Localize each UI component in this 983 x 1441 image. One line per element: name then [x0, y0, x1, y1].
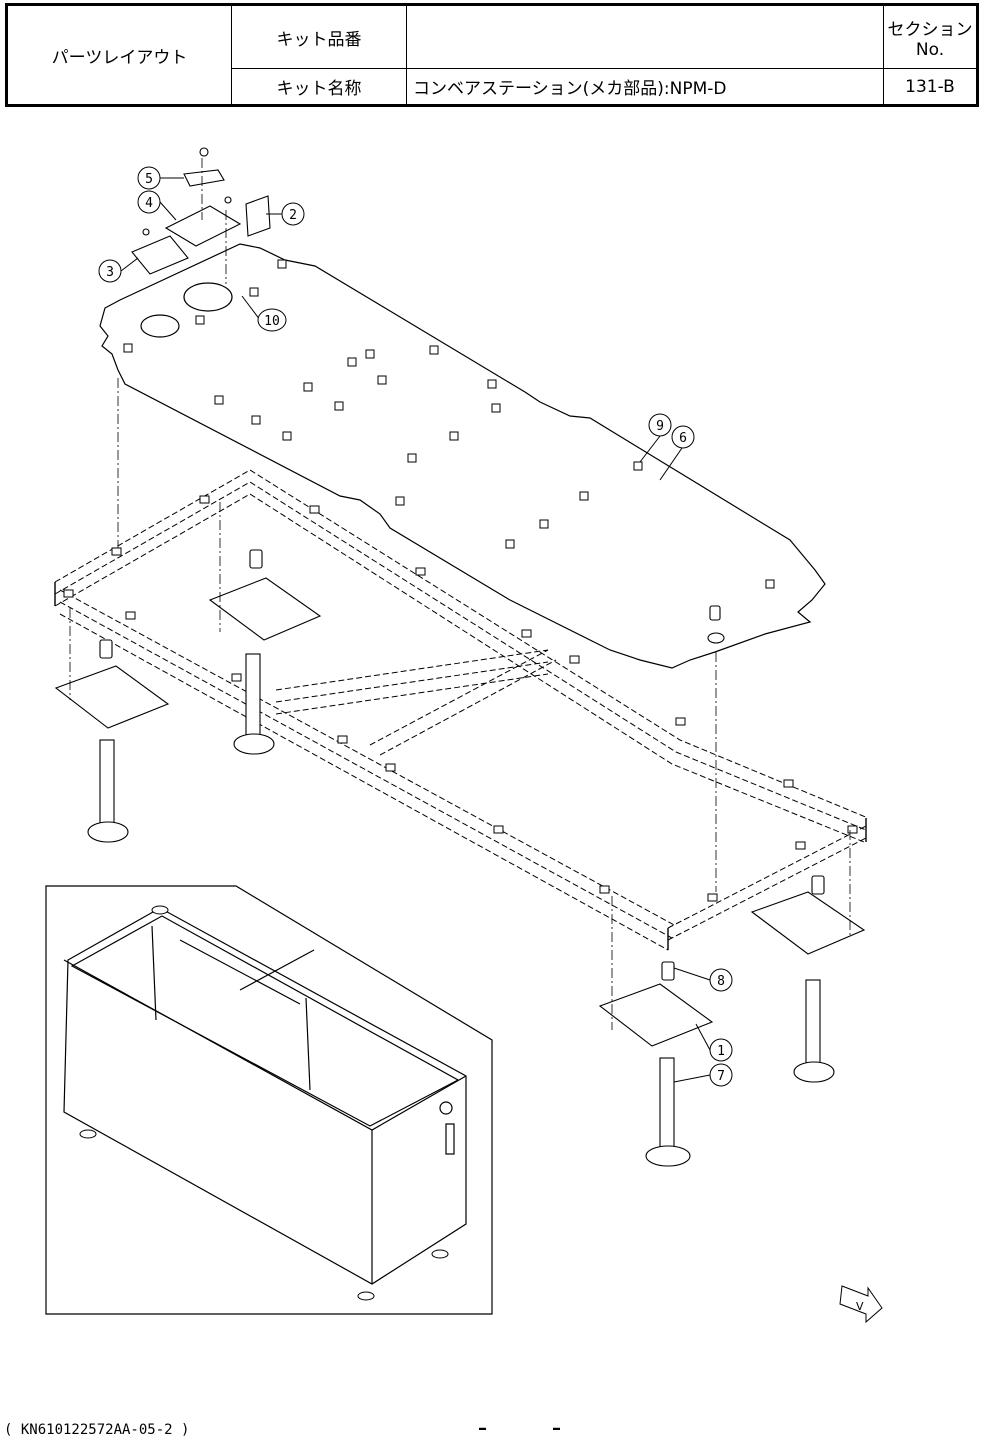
- leveling-bolt: [660, 1058, 674, 1150]
- frame: [55, 470, 868, 950]
- callout-10-label: 10: [264, 314, 280, 329]
- callout-3-label: 3: [106, 265, 114, 280]
- plate-block: [492, 404, 500, 412]
- svg-text:V: V: [856, 1300, 864, 1313]
- leveling-bolt: [100, 740, 114, 830]
- foot-base-plate: [210, 578, 320, 640]
- plate-block: [506, 540, 514, 548]
- callout-1-label: 1: [717, 1044, 725, 1059]
- plate-block: [396, 497, 404, 505]
- plate-block: [540, 520, 548, 528]
- plate-block: [488, 380, 496, 388]
- foot-pad: [646, 1146, 690, 1166]
- screw: [200, 148, 208, 156]
- spacer: [662, 962, 674, 980]
- part-4-plate: [166, 206, 240, 246]
- spacer: [250, 550, 262, 568]
- plate-block: [408, 454, 416, 462]
- callout-5-label: 5: [145, 172, 153, 187]
- plate-block: [335, 402, 343, 410]
- document-code: ( KN610122572AA-05-2 ): [4, 1422, 189, 1438]
- callout-4-label: 4: [145, 196, 153, 211]
- page-dash-left: –: [478, 1418, 487, 1439]
- part-3-plate: [132, 236, 188, 274]
- plate-hole-small: [141, 315, 179, 337]
- foot-base-plate: [600, 984, 712, 1046]
- foot-pad: [794, 1062, 834, 1082]
- view-arrow: V: [840, 1286, 882, 1322]
- plate-block: [215, 396, 223, 404]
- plate-hole-large: [184, 283, 232, 311]
- inset-cabinet: [64, 908, 466, 1284]
- plate-block: [283, 432, 291, 440]
- callout-9-label: 9: [656, 419, 664, 434]
- foot-base-plate: [56, 666, 168, 728]
- part-5-bracket: [184, 170, 224, 186]
- plate-block: [304, 383, 312, 391]
- plate-block: [450, 432, 458, 440]
- plate-block: [634, 462, 642, 470]
- leveling-bolt: [806, 980, 820, 1064]
- foot-pad: [234, 734, 274, 754]
- plate-block: [252, 416, 260, 424]
- callout-7-label: 7: [717, 1069, 725, 1084]
- plate-block: [348, 358, 356, 366]
- screw: [143, 229, 149, 235]
- foot-base-plate: [752, 892, 864, 954]
- spacer: [812, 876, 824, 894]
- foot-pad: [88, 822, 128, 842]
- plate-block: [766, 580, 774, 588]
- screw: [225, 197, 231, 203]
- callout-8-label: 8: [717, 974, 725, 989]
- plate-block: [124, 344, 132, 352]
- callout-6-label: 6: [679, 431, 687, 446]
- plate-block: [430, 346, 438, 354]
- leveling-bolt: [246, 654, 260, 736]
- plate-block: [278, 260, 286, 268]
- part-2-bracket: [246, 196, 270, 236]
- plate-block: [378, 376, 386, 384]
- plate-block: [250, 288, 258, 296]
- plate-block: [366, 350, 374, 358]
- plate-block: [580, 492, 588, 500]
- top-plate: [100, 244, 825, 668]
- callout-2-label: 2: [289, 208, 297, 223]
- page-dash-right: –: [552, 1418, 561, 1439]
- spacer: [100, 640, 112, 658]
- plate-block: [196, 316, 204, 324]
